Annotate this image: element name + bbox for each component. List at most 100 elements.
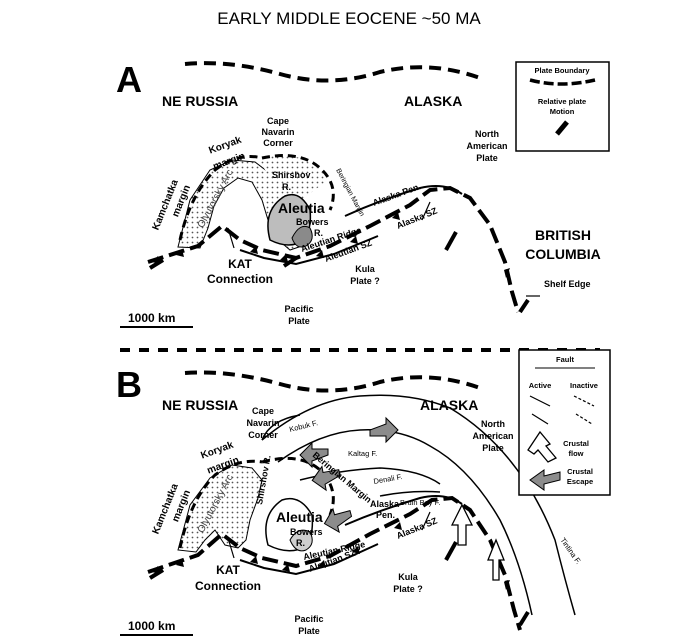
panel-a-beringian-margin-label: Beringian Margin [334,168,365,218]
panel-a-navarin: Navarin [261,127,294,137]
panel-b-olyutorsky-arc-area [177,464,263,553]
panel-a-cape: Cape [267,116,289,126]
panel-b-tintina-label: Tintina F. [558,536,583,566]
panel-a-bowers: Bowers [296,217,329,227]
panel-a-shirshov-area [258,154,328,215]
panel-b-arctic-boundary [184,370,481,393]
panel-b-pacific-plate: Plate [298,626,320,636]
panel-b-fault-kaltag [277,429,533,616]
panel-b-bowers-ridge [289,529,313,552]
panel-a-legend-motion: Motion [550,107,575,116]
panel-a-pacific: Pacific [284,304,313,314]
panel-a-aleutia: Aleutia [278,200,325,216]
panel-b-legend-flow-2: flow [569,449,584,458]
panel-a-legend-plate-boundary: Plate Boundary [534,66,590,75]
panel-a-aleutian-sz [239,235,379,266]
panel-b: B [116,349,611,636]
panel-b-alaska-sz: Alaska SZ [395,515,439,541]
panel-a-legend-box [515,61,610,152]
panel-b-kaltag-label: Kaltag F. [348,449,377,458]
panel-b-fault-bruin-bay [379,490,441,497]
panel-b-legend-flow-symbol [527,430,558,463]
panel-b-thin-arrows [227,511,431,559]
panel-b-motion-arrows [148,541,530,627]
panel-b-navarin: Navarin [246,418,279,428]
panel-b-kobuk-label: Kobuk F. [288,418,318,434]
panel-a-subduction-teeth [152,212,510,278]
panel-b-aleutian-sz [239,543,379,576]
panel-b-subduction-teeth [152,522,510,590]
panel-b-bowers: Bowers [290,527,323,537]
panel-a-american: American [466,141,507,151]
panel-a-plate-boundary [147,185,520,313]
panel-b-alaska-pen-2: Pen. [376,510,395,520]
panel-a-columbia: COLUMBIA [525,246,600,262]
panel-b-connection: Connection [195,579,261,593]
panel-a-alaska-pen [344,185,463,217]
panel-a-legend-boundary-symbol [529,78,596,86]
panel-b-letter: B [116,364,142,405]
panel-a-legend-motion-symbol [555,120,569,136]
panel-b-crustal-escape-arrows [299,416,399,534]
panel-a-olyutorsky-arc-area [177,159,303,251]
panel-a-koryak-margin [178,155,263,241]
panel-b-legend-escape-2: Escape [567,477,593,486]
panel-b-fault-outer [261,394,576,616]
panel-b-legend-fault: Fault [556,355,574,364]
panel-b-ne-russia: NE RUSSIA [162,397,238,413]
panel-a-arctic-boundary [184,61,481,83]
panel-b-beringian-margin [261,456,335,516]
panel-a-ne-russia: NE RUSSIA [162,93,238,109]
panel-a-alaska: ALASKA [404,93,462,109]
panel-a-connection: Connection [207,272,273,286]
panel-b-crustal-flow-arrows [450,503,505,581]
panel-b-plate: Plate [482,443,504,453]
panel-b-legend-active: Active [529,381,552,390]
panel-b-koryak-margin [178,459,263,549]
panel-a-shelf-edge: Shelf Edge [544,279,591,289]
panel-b-kat: KAT [216,563,240,577]
panel-b-corner: Corner [248,430,278,440]
panel-a: A [116,59,610,328]
panel-a-plate: Plate [476,153,498,163]
panel-b-alaska: ALASKA [420,397,478,413]
panel-b-legend-escape-1: Crustal [567,467,593,476]
panel-a-kula-plate: Plate ? [350,276,380,286]
panel-b-alaska-pen [344,495,463,526]
panel-b-kula: Kula [398,572,418,582]
panel-a-shirshov: Shirshov [272,170,311,180]
panel-a-pacific-plate: Plate [288,316,310,326]
panel-b-legend-flow-1: Crustal [563,439,589,448]
panel-b-north: North [481,419,505,429]
panel-a-letter: A [116,59,142,100]
panel-a-motion-arrows [148,231,530,314]
panel-b-legend-fault-arrows [529,395,595,425]
panel-a-bowers-r: R. [314,228,323,238]
panel-b-denali-label: Denali F. [373,472,403,486]
panel-b-alaska-pen-1: Alaska [370,499,400,509]
panel-a-kula: Kula [355,264,375,274]
panel-b-kula-plate: Plate ? [393,584,423,594]
panel-a-north: North [475,129,499,139]
panel-b-legend-inactive: Inactive [570,381,598,390]
panel-a-beringian-margin [261,154,335,211]
panel-b-bruin-bay-label: Bruin Bay F. [400,498,440,507]
panel-a-thin-arrows [227,201,540,297]
panel-b-legend-box [518,349,611,496]
panel-a-kat: KAT [228,257,252,271]
panel-b-legend-escape-symbol [529,469,561,491]
panel-a-legend-relative: Relative plate [538,97,586,106]
panel-a-scale-label: 1000 km [128,311,175,325]
panel-a-british: BRITISH [535,227,591,243]
panel-b-american: American [472,431,513,441]
panel-b-cape: Cape [252,406,274,416]
panel-b-aleutia: Aleutia [276,509,323,525]
figure-title: EARLY MIDDLE EOCENE ~50 MA [217,9,481,28]
panel-b-fault-kobuk [261,414,301,441]
panel-b-pacific: Pacific [294,614,323,624]
panel-a-alaska-sz: Alaska SZ [395,205,439,231]
panel-b-scale-label: 1000 km [128,619,175,633]
panel-a-bowers-ridge [291,225,313,248]
